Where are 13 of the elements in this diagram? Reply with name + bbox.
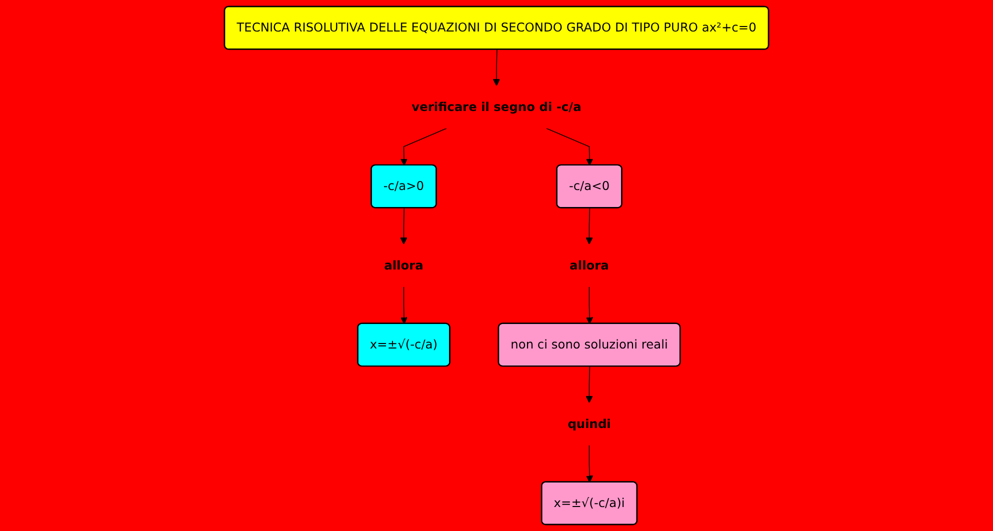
node-text: quindi <box>568 416 611 432</box>
node-text: verificare il segno di -c/a <box>412 100 582 114</box>
arrow <box>400 208 408 244</box>
arrow <box>586 366 593 403</box>
arrow <box>586 444 594 483</box>
arrow <box>546 128 594 166</box>
arrow <box>586 286 594 324</box>
arrow <box>400 286 408 324</box>
arrow <box>492 49 500 86</box>
node-text: allora <box>384 258 424 273</box>
arrow <box>400 128 447 166</box>
arrow <box>586 208 593 244</box>
node-text: allora <box>570 258 609 273</box>
